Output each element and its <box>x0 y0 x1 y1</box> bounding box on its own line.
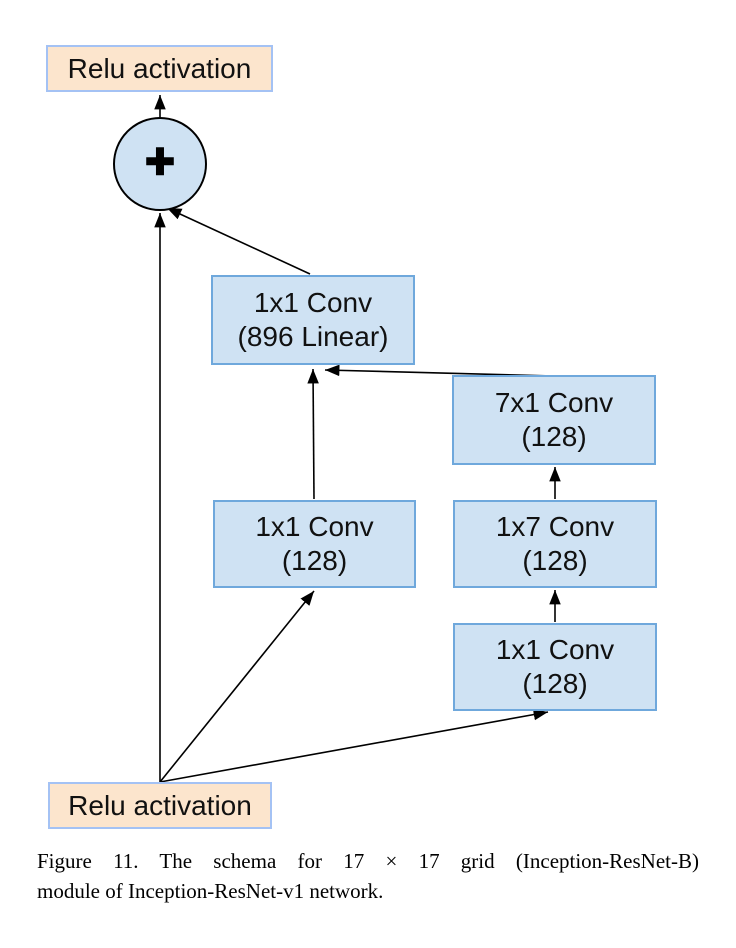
conv-1x1-right-line1: 1x1 Conv <box>495 634 615 665</box>
conv-7x1-box: 7x1 Conv (128) <box>452 375 656 465</box>
conv-1x7-line2: (128) <box>522 545 588 576</box>
conv-896-linear-box: 1x1 Conv (896 Linear) <box>211 275 415 365</box>
conv-1x7-box: 1x7 Conv (128) <box>453 500 657 588</box>
edge-conv1x1left-to-conv896 <box>307 368 319 500</box>
conv-1x1-right-line2: (128) <box>522 668 588 699</box>
conv-1x7-line1: 1x7 Conv <box>495 511 615 542</box>
conv-1x1-left-line1: 1x1 Conv <box>255 511 374 542</box>
conv-896-line2: (896 Linear) <box>237 321 389 352</box>
conv-7x1-line1: 7x1 Conv <box>494 387 614 418</box>
relu-activation-bottom-box: Relu activation <box>48 782 272 829</box>
relu-activation-bottom-label: Relu activation <box>68 789 252 821</box>
relu-activation-top-box: Relu activation <box>46 45 273 92</box>
edge-conv896-to-sum <box>166 207 311 275</box>
conv-1x1-left-line2: (128) <box>281 545 348 576</box>
figure-caption-line2: module of Inception-ResNet-v1 network. <box>37 879 384 903</box>
figure-caption-line1: Figure 11. The schema for 17 × 17 grid (… <box>37 849 699 873</box>
edge-relu-to-conv1x1left <box>159 590 315 783</box>
plus-icon: + <box>144 133 176 189</box>
sum-node: + <box>113 117 207 211</box>
edge-relu-to-conv1x1right <box>159 708 549 783</box>
conv-1x1-right-box: 1x1 Conv (128) <box>453 623 657 711</box>
conv-1x1-left-box: 1x1 Conv (128) <box>213 500 416 588</box>
relu-activation-top-label: Relu activation <box>67 52 252 84</box>
figure-caption: Figure 11. The schema for 17 × 17 grid (… <box>37 846 699 906</box>
conv-7x1-line2: (128) <box>521 421 587 452</box>
conv-896-line1: 1x1 Conv <box>253 287 373 318</box>
